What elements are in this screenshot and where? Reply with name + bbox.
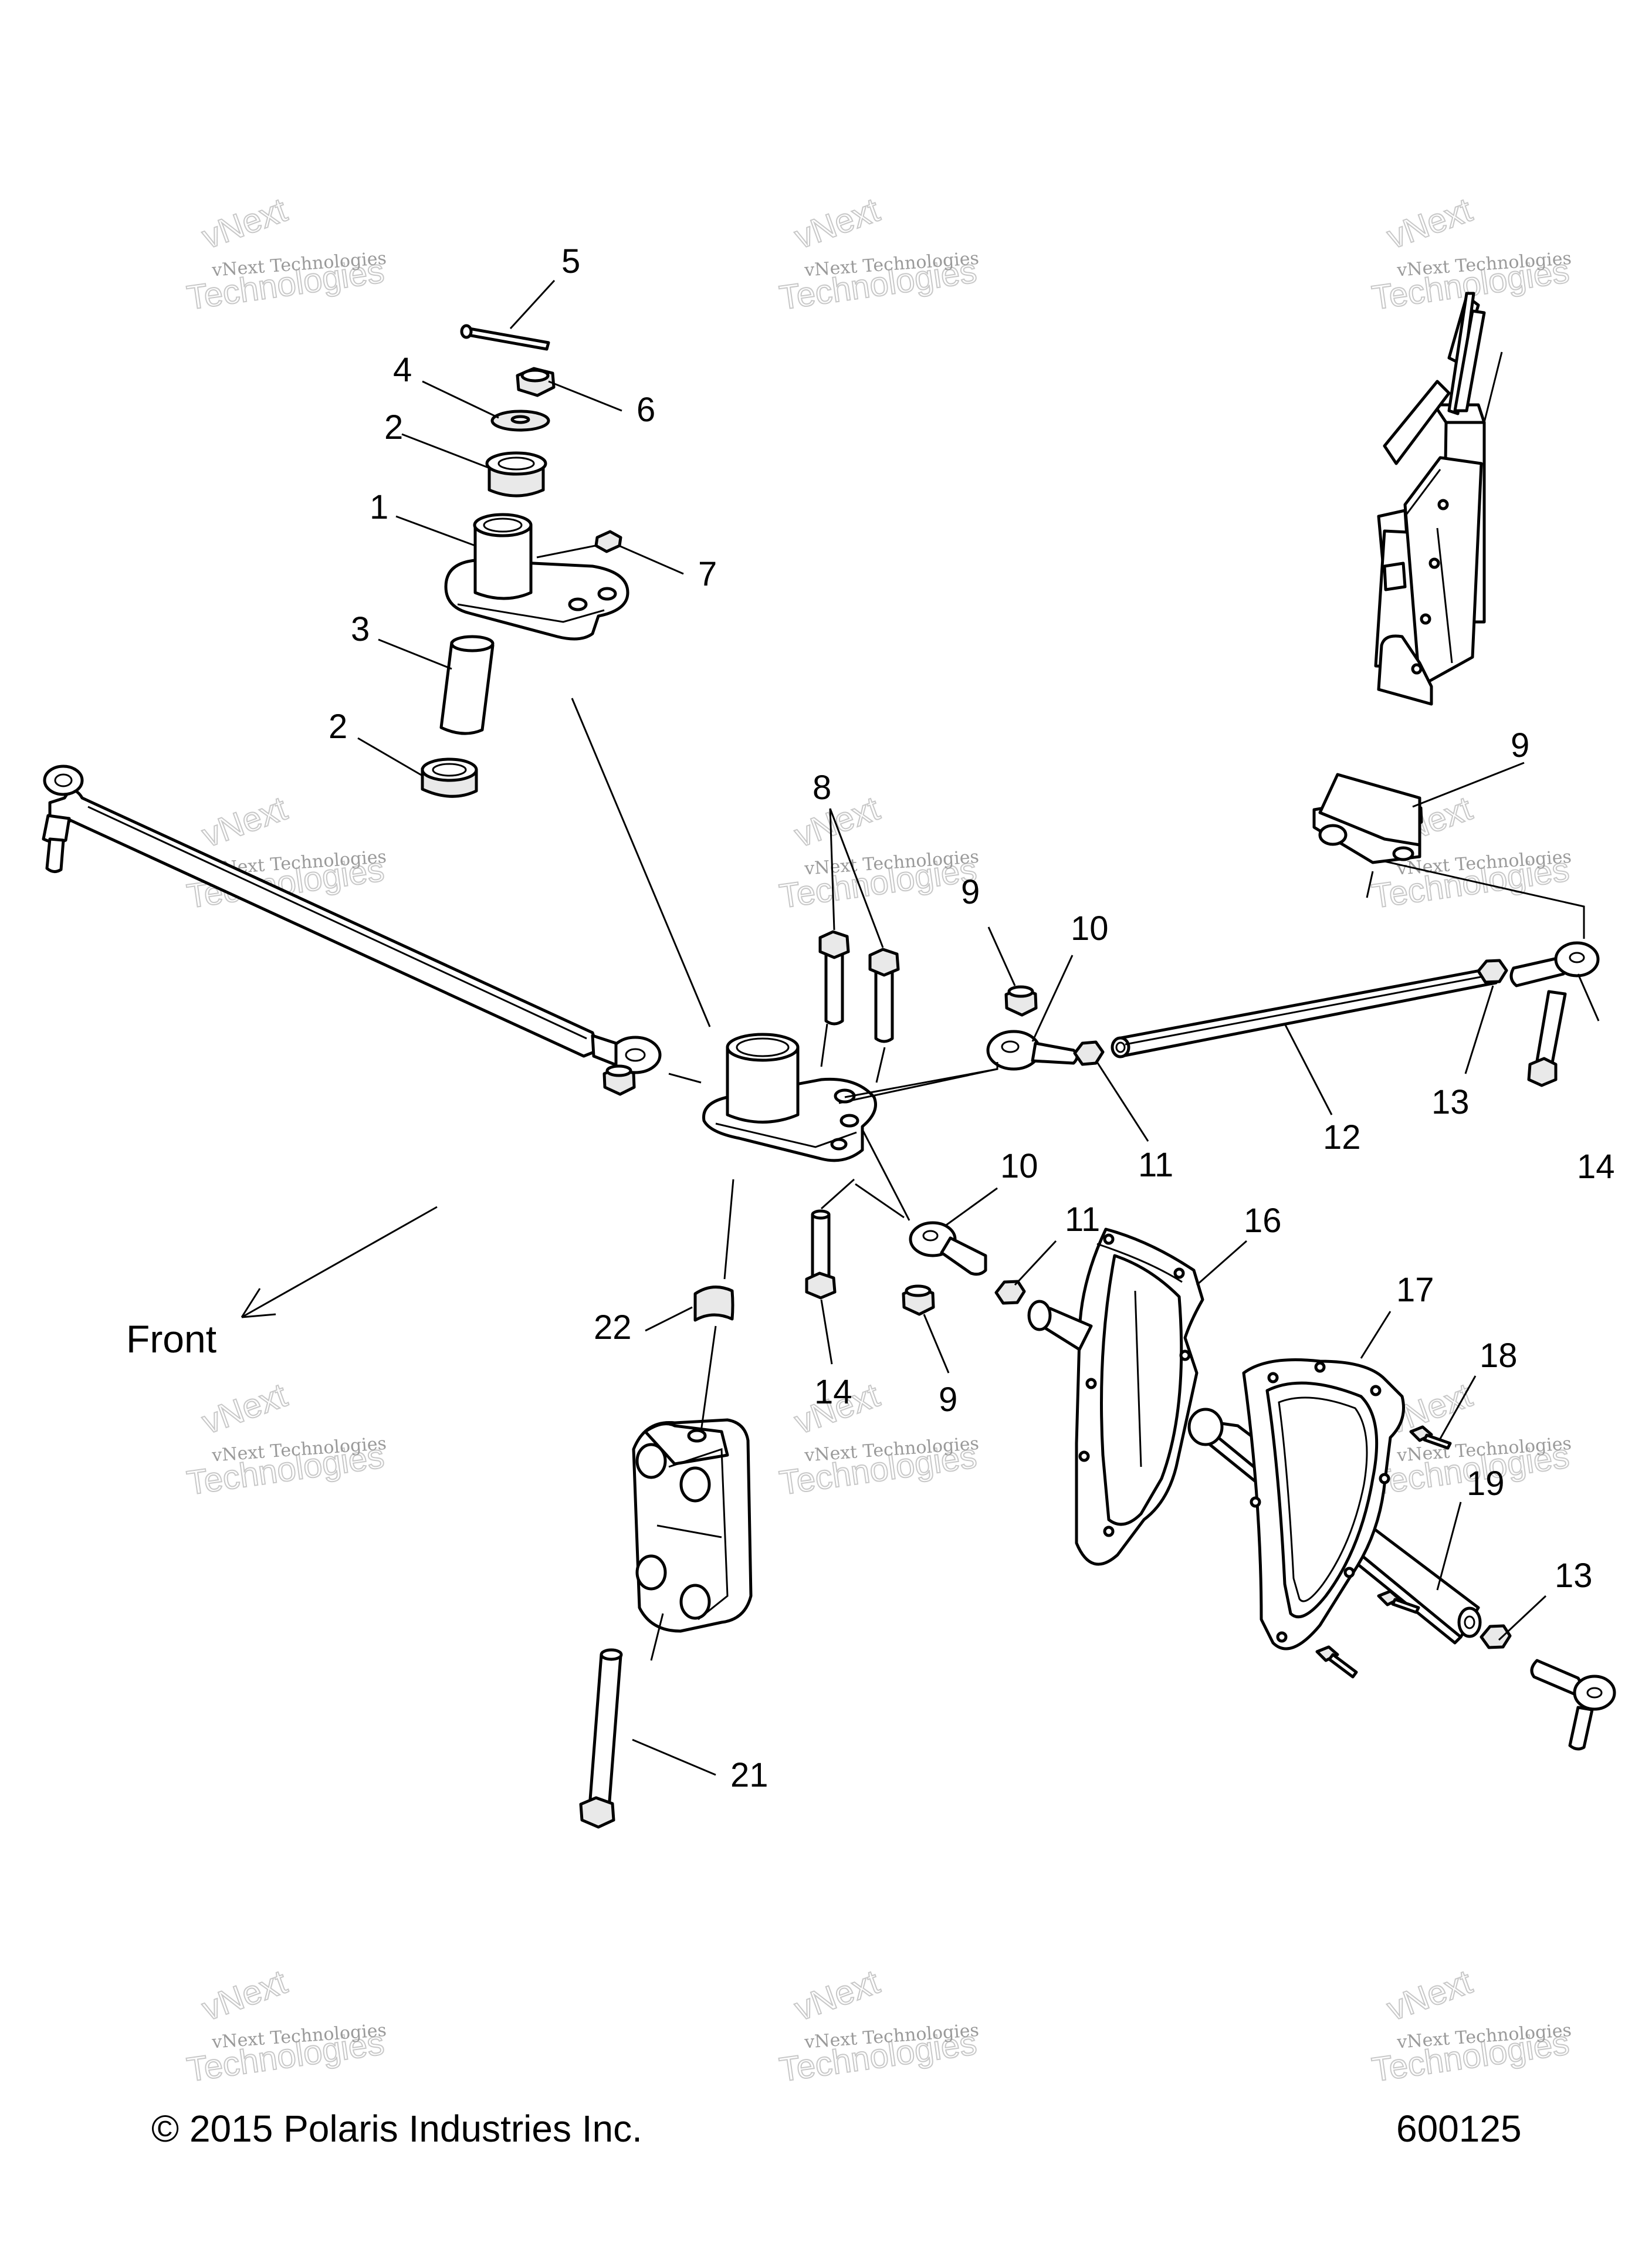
dust-boot <box>1075 1227 1204 1566</box>
callout-10: 10 <box>1071 909 1109 948</box>
svg-text:vNext: vNext <box>1382 191 1477 256</box>
svg-text:vNext: vNext <box>197 789 292 855</box>
callout-17: 17 <box>1396 1271 1434 1309</box>
svg-text:vNext: vNext <box>1382 1963 1477 2028</box>
bolt <box>818 930 850 1026</box>
rod-end <box>909 1221 987 1276</box>
bolt <box>1527 990 1567 1087</box>
callout-7: 7 <box>698 555 717 593</box>
watermark: Technologies vNext vNext Technologies <box>776 1962 979 2089</box>
svg-text:vNext: vNext <box>197 1963 292 2028</box>
callout-18: 18 <box>1480 1337 1518 1375</box>
callout-11: 11 <box>1138 1146 1173 1184</box>
callout-12: 12 <box>1323 1118 1361 1156</box>
nut <box>602 1064 636 1096</box>
nut <box>1004 985 1038 1017</box>
tie-rod-long <box>42 765 662 1074</box>
callout-4: 4 <box>393 351 412 389</box>
svg-text:vNext: vNext <box>197 191 292 256</box>
jam-nut <box>1477 959 1508 984</box>
svg-text:vNext: vNext <box>790 789 885 855</box>
rod-end <box>1530 1659 1616 1751</box>
screw <box>1409 1425 1452 1450</box>
jam-nut <box>1480 1624 1512 1649</box>
bushing-upper <box>485 451 547 498</box>
callout-5: 5 <box>561 242 580 280</box>
callout-14: 14 <box>814 1373 852 1411</box>
rod-end <box>986 1030 1079 1071</box>
callout-9: 9 <box>939 1381 957 1419</box>
watermark: Technologies vNext vNext Technologies <box>184 190 387 317</box>
callout-3: 3 <box>351 610 370 648</box>
svg-text:vNext: vNext <box>790 1963 885 2028</box>
watermark: Technologies vNext vNext Technologies <box>776 789 979 916</box>
screw <box>1315 1645 1358 1679</box>
callout-1: 1 <box>370 488 388 526</box>
pivot-bracket <box>632 1418 753 1633</box>
callout-2: 2 <box>384 408 403 447</box>
callout-2: 2 <box>329 708 347 746</box>
front-direction-label: Front <box>126 1317 216 1361</box>
key <box>693 1286 734 1322</box>
jam-nut <box>994 1280 1026 1305</box>
callout-13: 13 <box>1431 1083 1470 1121</box>
steering-post <box>1312 292 1503 864</box>
washer <box>490 410 550 432</box>
callout-11: 11 <box>1065 1200 1100 1239</box>
guide-lines <box>571 698 1600 1661</box>
callout-22: 22 <box>594 1308 632 1347</box>
watermarks: Technologies vNext vNext Technologies Te… <box>184 190 1572 2089</box>
callout-leaders <box>357 279 1547 1776</box>
center-pivot-arm <box>702 1033 877 1162</box>
nut <box>902 1284 935 1316</box>
callout-13: 13 <box>1555 1557 1593 1595</box>
svg-text:vNext: vNext <box>790 191 885 256</box>
callout-8: 8 <box>813 769 831 807</box>
front-arrow <box>241 1206 438 1318</box>
svg-text:vNext: vNext <box>197 1376 292 1442</box>
figure-number: 600125 <box>1396 2108 1522 2150</box>
pivot-bolt <box>579 1648 623 1829</box>
jam-nut <box>1073 1040 1105 1066</box>
callouts: 5 6 4 2 1 7 3 2 8 9 10 9 11 12 13 14 10 … <box>329 242 1615 1794</box>
callout-16: 16 <box>1244 1202 1282 1240</box>
callout-10: 10 <box>1000 1147 1038 1185</box>
steering-arm-upper <box>444 513 629 641</box>
mounting-plate <box>1242 1358 1405 1650</box>
spacer-tube <box>439 635 495 735</box>
callout-9: 9 <box>961 873 980 911</box>
nut-top <box>516 367 556 397</box>
bolt <box>868 948 900 1043</box>
watermark: Technologies vNext vNext Technologies <box>184 1375 387 1503</box>
watermark: Technologies vNext vNext Technologies <box>1369 1962 1572 2089</box>
callout-19: 19 <box>1467 1464 1505 1503</box>
bushing-lower <box>421 757 478 798</box>
watermark: Technologies vNext vNext Technologies <box>776 190 979 317</box>
rod-end <box>1509 941 1600 987</box>
callout-14: 14 <box>1577 1148 1615 1186</box>
callout-6: 6 <box>637 391 655 429</box>
cotter-pin <box>460 324 550 351</box>
callout-9: 9 <box>1511 726 1529 765</box>
set-screw <box>594 530 622 553</box>
bolt <box>805 1209 837 1300</box>
screw <box>1377 1589 1420 1614</box>
copyright-text: © 2015 Polaris Industries Inc. <box>151 2108 642 2150</box>
watermark: Technologies vNext vNext Technologies <box>184 1962 387 2089</box>
tie-rod-short <box>1111 966 1498 1058</box>
callout-21: 21 <box>730 1756 769 1794</box>
